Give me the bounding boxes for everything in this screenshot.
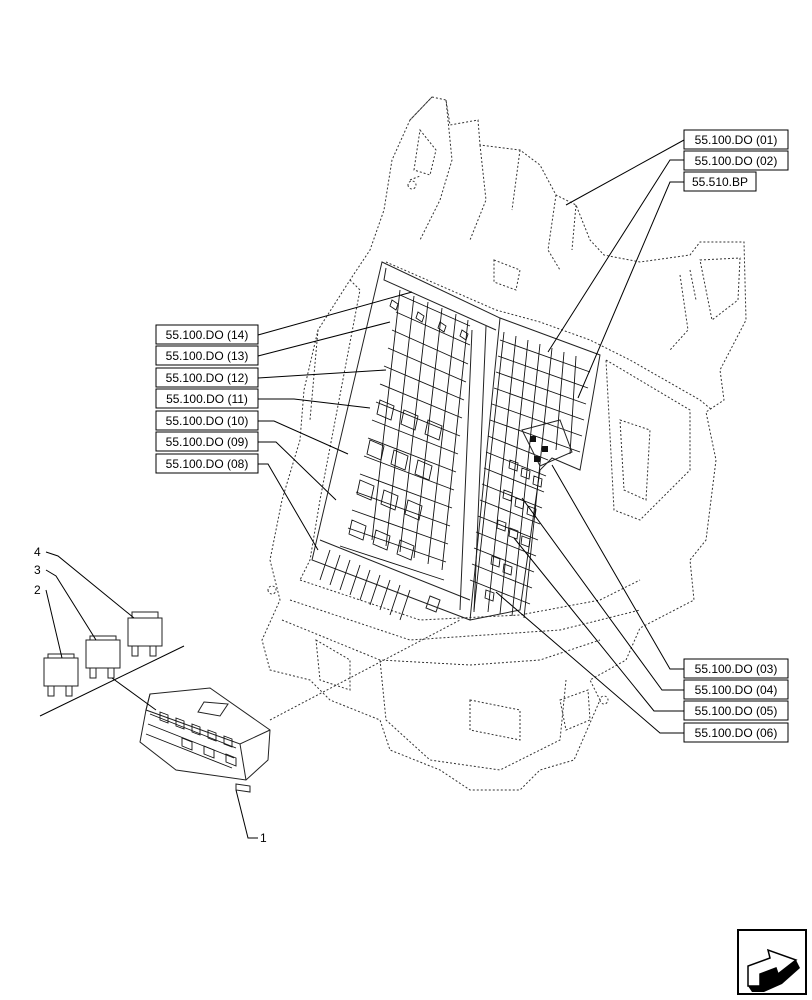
svg-text:55.100.DO (14): 55.100.DO (14): [166, 328, 249, 342]
separator-line: [39, 645, 185, 717]
item-leaders: [45, 551, 258, 839]
blade-fuse-item-2: [43, 653, 79, 697]
svg-text:55.100.DO (12): 55.100.DO (12): [166, 371, 249, 385]
callout-55-100-do-02[interactable]: 55.100.DO (02): [683, 150, 789, 171]
arrow-next-page-icon[interactable]: [737, 929, 807, 995]
left-callout-leaders: [257, 291, 413, 551]
svg-text:55.100.DO (09): 55.100.DO (09): [166, 435, 249, 449]
svg-text:55.100.DO (06): 55.100.DO (06): [695, 726, 778, 740]
item-number-4: 4: [34, 545, 41, 559]
callout-55-100-do-14[interactable]: 55.100.DO (14): [155, 324, 259, 345]
callout-55-100-do-10[interactable]: 55.100.DO (10): [155, 410, 259, 431]
fuse-to-box-leader: [111, 677, 157, 711]
svg-text:55.100.DO (11): 55.100.DO (11): [166, 392, 248, 406]
callout-55-100-do-04[interactable]: 55.100.DO (04): [683, 679, 789, 700]
fuse-box-item-1: [139, 619, 461, 793]
item-number-3: 3: [34, 563, 41, 577]
callout-55-100-do-11[interactable]: 55.100.DO (11): [155, 388, 259, 409]
callout-55-100-do-13[interactable]: 55.100.DO (13): [155, 345, 259, 366]
svg-text:55.510.BP: 55.510.BP: [692, 175, 748, 189]
callout-55-100-do-08[interactable]: 55.100.DO (08): [155, 453, 259, 474]
callout-55-100-do-12[interactable]: 55.100.DO (12): [155, 367, 259, 388]
svg-text:55.100.DO (03): 55.100.DO (03): [695, 662, 778, 676]
svg-text:55.100.DO (08): 55.100.DO (08): [166, 457, 249, 471]
callout-55-510-bp[interactable]: 55.510.BP: [683, 171, 757, 192]
callout-55-100-do-01[interactable]: 55.100.DO (01): [683, 129, 789, 150]
relay-bracket: [521, 419, 573, 467]
blade-fuse-item-3: [85, 635, 121, 679]
right-callout-leaders: [495, 139, 685, 734]
item-number-2: 2: [34, 583, 41, 597]
blade-fuse-item-4: [127, 611, 163, 657]
fuse-grid-right: [469, 331, 591, 619]
callout-55-100-do-09[interactable]: 55.100.DO (09): [155, 431, 259, 452]
item-number-1: 1: [260, 831, 267, 845]
svg-text:55.100.DO (02): 55.100.DO (02): [695, 154, 778, 168]
relay-grid-left: [319, 289, 471, 621]
svg-text:55.100.DO (13): 55.100.DO (13): [166, 349, 249, 363]
callout-55-100-do-03[interactable]: 55.100.DO (03): [683, 658, 789, 679]
svg-text:55.100.DO (10): 55.100.DO (10): [166, 414, 249, 428]
callout-55-100-do-05[interactable]: 55.100.DO (05): [683, 700, 789, 721]
svg-text:55.100.DO (05): 55.100.DO (05): [695, 704, 778, 718]
fuse-relay-panel: [311, 261, 601, 621]
callout-55-100-do-06[interactable]: 55.100.DO (06): [683, 722, 789, 743]
svg-text:55.100.DO (01): 55.100.DO (01): [695, 133, 778, 147]
svg-text:55.100.DO (04): 55.100.DO (04): [695, 683, 778, 697]
